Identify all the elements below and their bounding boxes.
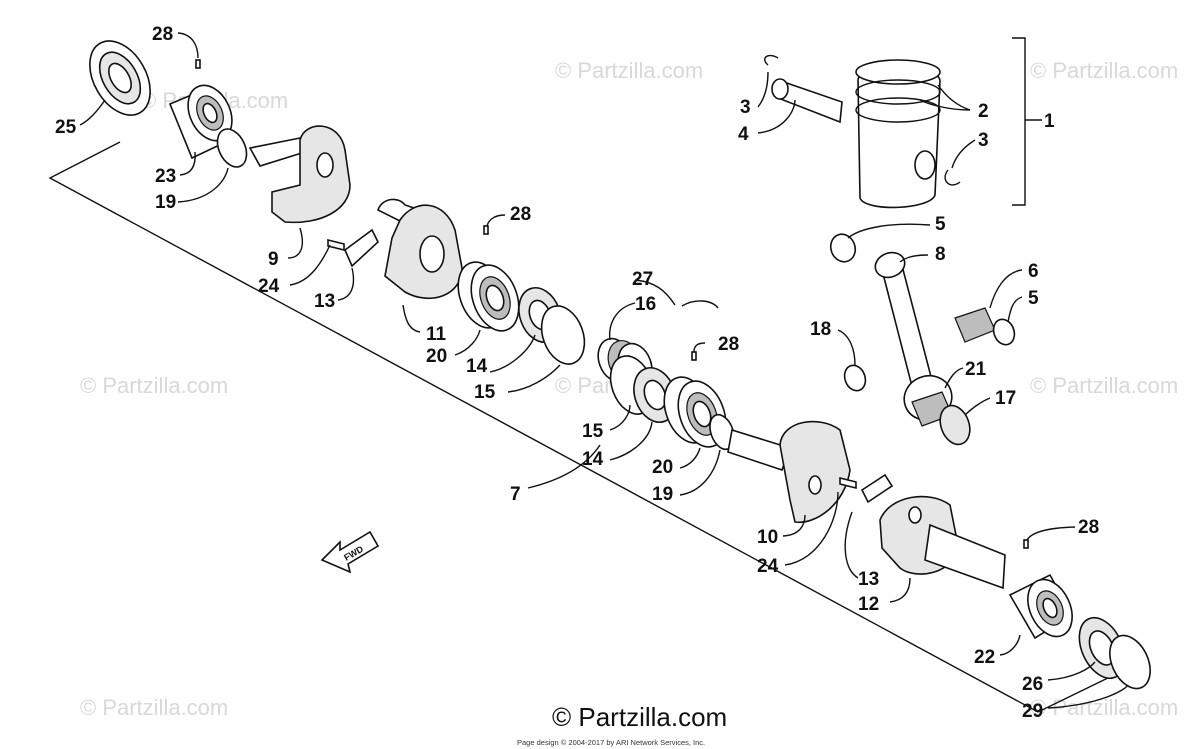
circlip-part <box>944 169 961 186</box>
bracket <box>1012 37 1026 206</box>
washer-part <box>829 233 857 263</box>
callout-label: 10 <box>757 527 778 548</box>
callout-label: 15 <box>582 421 604 442</box>
dowel-pin-part <box>1023 539 1029 549</box>
o-ring-part <box>540 305 586 365</box>
o-ring-part <box>216 128 248 168</box>
callout-label: 9 <box>268 249 279 270</box>
callout-label: 25 <box>55 117 77 138</box>
screw-part <box>327 238 345 252</box>
circlip-part <box>764 54 779 66</box>
watermark: © Partzilla.com <box>80 695 228 720</box>
oil-seal-part <box>89 40 151 116</box>
washer-part <box>843 364 867 392</box>
dowel-pin-part <box>483 225 489 235</box>
callout-label: 21 <box>965 359 987 380</box>
washer-part <box>992 318 1016 346</box>
callout-label: 5 <box>1028 288 1039 309</box>
callout-label: 19 <box>652 484 673 505</box>
callout-label: 4 <box>738 124 749 145</box>
piston-part <box>855 59 941 209</box>
callout-label: 1 <box>1044 111 1055 132</box>
crank-half-part <box>377 198 463 300</box>
callout-label: 11 <box>426 324 447 345</box>
callout-label: 5 <box>935 214 946 235</box>
callout-label: 12 <box>858 594 879 615</box>
callout-label: 27 <box>632 269 653 290</box>
screw-part <box>839 476 857 490</box>
callout-label: 24 <box>258 276 280 297</box>
bearing-part <box>1008 573 1074 640</box>
callout-label: 28 <box>152 24 173 45</box>
watermark: © Partzilla.com <box>1030 58 1178 83</box>
leader-lines <box>79 32 1129 709</box>
callout-label: 17 <box>995 388 1016 409</box>
callout-label: 6 <box>1028 261 1039 282</box>
brand-watermark: © Partzilla.com <box>552 702 728 732</box>
callout-label: 19 <box>155 192 176 213</box>
callout-label: 23 <box>155 166 176 187</box>
callout-label: 14 <box>582 449 604 470</box>
callout-label: 28 <box>510 204 531 225</box>
dowel-pin-part <box>195 59 201 69</box>
callout-label: 3 <box>978 130 989 151</box>
washer-part <box>643 379 667 411</box>
callout-label: 29 <box>1022 701 1043 722</box>
piston-pin-part <box>771 78 789 100</box>
watermark: © Partzilla.com <box>80 373 228 398</box>
callout-label: 16 <box>635 294 656 315</box>
callout-label: 14 <box>466 356 488 377</box>
callout-label: 2 <box>978 101 989 122</box>
callout-label: 20 <box>426 346 447 367</box>
key-part <box>344 228 379 268</box>
forward-arrow-icon: FWD <box>320 530 380 574</box>
callout-label: 13 <box>314 291 335 312</box>
crank-half-part <box>248 125 351 224</box>
bearing-part <box>168 84 233 160</box>
crank-half-part <box>879 495 1006 590</box>
watermark: © Partzilla.com <box>1030 373 1178 398</box>
clip-part <box>681 300 719 309</box>
callout-label: 3 <box>740 97 751 118</box>
dowel-pin-part <box>691 351 697 361</box>
callout-label: 28 <box>718 334 739 355</box>
o-ring-part <box>1109 634 1151 690</box>
assembly-outline <box>48 141 1113 713</box>
watermark: © Partzilla.com <box>555 58 703 83</box>
callout-label: 7 <box>510 484 521 505</box>
callout-label: 28 <box>1078 517 1099 538</box>
callout-label: 8 <box>935 244 946 265</box>
callout-label: 18 <box>810 319 831 340</box>
washer-part <box>939 404 971 446</box>
callout-labels: 28 25 23 19 9 24 13 11 20 14 15 28 27 16… <box>55 24 1099 722</box>
key-part <box>860 473 894 504</box>
callout-label: 22 <box>974 647 995 668</box>
callout-label: 20 <box>652 457 673 478</box>
callout-label: 24 <box>757 556 779 577</box>
callout-label: 26 <box>1022 674 1043 695</box>
crank-half-part <box>727 420 851 524</box>
callout-label: 13 <box>858 569 879 590</box>
callout-label: 15 <box>474 382 496 403</box>
bearing-part <box>457 261 520 332</box>
page-credit: Page design © 2004-2017 by ARI Network S… <box>517 738 706 747</box>
